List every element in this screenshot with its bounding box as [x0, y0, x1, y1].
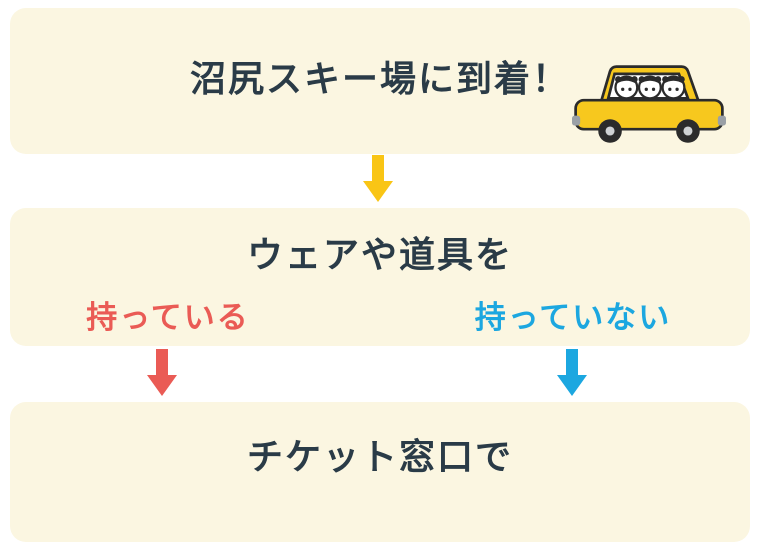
- option-have-label: 持っている: [86, 300, 250, 336]
- arrow-down-blue-icon: [557, 349, 587, 396]
- car-icon: [572, 65, 726, 143]
- arrival-title: 沼尻スキー場に到着！: [189, 59, 570, 100]
- option-not-have-label: 持っていない: [474, 300, 672, 336]
- step-box-arrival: 沼尻スキー場に到着！: [10, 8, 750, 154]
- step-box-gear: ウェアや道具を 持っている 持っていない: [10, 208, 750, 346]
- ticket-title: チケット窓口で: [246, 437, 513, 478]
- arrow-down-yellow-icon: [363, 155, 393, 202]
- arrow-down-red-icon: [147, 349, 177, 396]
- step-box-ticket: チケット窓口で: [10, 402, 750, 542]
- gear-title: ウェアや道具を: [246, 235, 513, 276]
